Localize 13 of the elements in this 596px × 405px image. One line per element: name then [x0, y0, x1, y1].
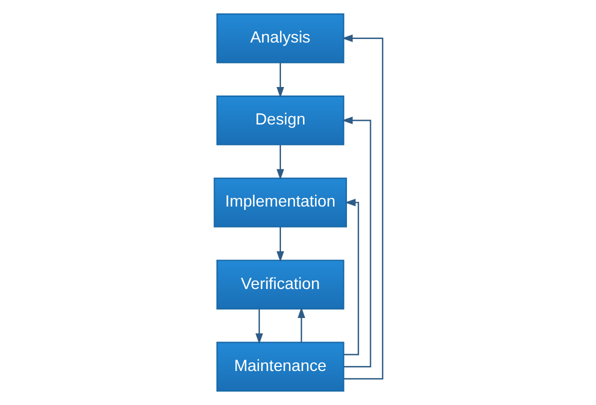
arrow	[297, 307, 305, 342]
node-box: Implementation	[213, 178, 346, 228]
node-box: Design	[216, 96, 344, 146]
arrow	[276, 227, 284, 262]
arrow	[276, 62, 284, 98]
node-box: Maintenance	[216, 342, 344, 392]
arrow	[254, 309, 263, 344]
arrow	[341, 116, 371, 368]
arrow	[276, 145, 284, 180]
arrow	[343, 198, 359, 356]
arrow	[341, 34, 383, 380]
node-box: Analysis	[216, 13, 344, 64]
node-box: Verification	[216, 260, 344, 310]
